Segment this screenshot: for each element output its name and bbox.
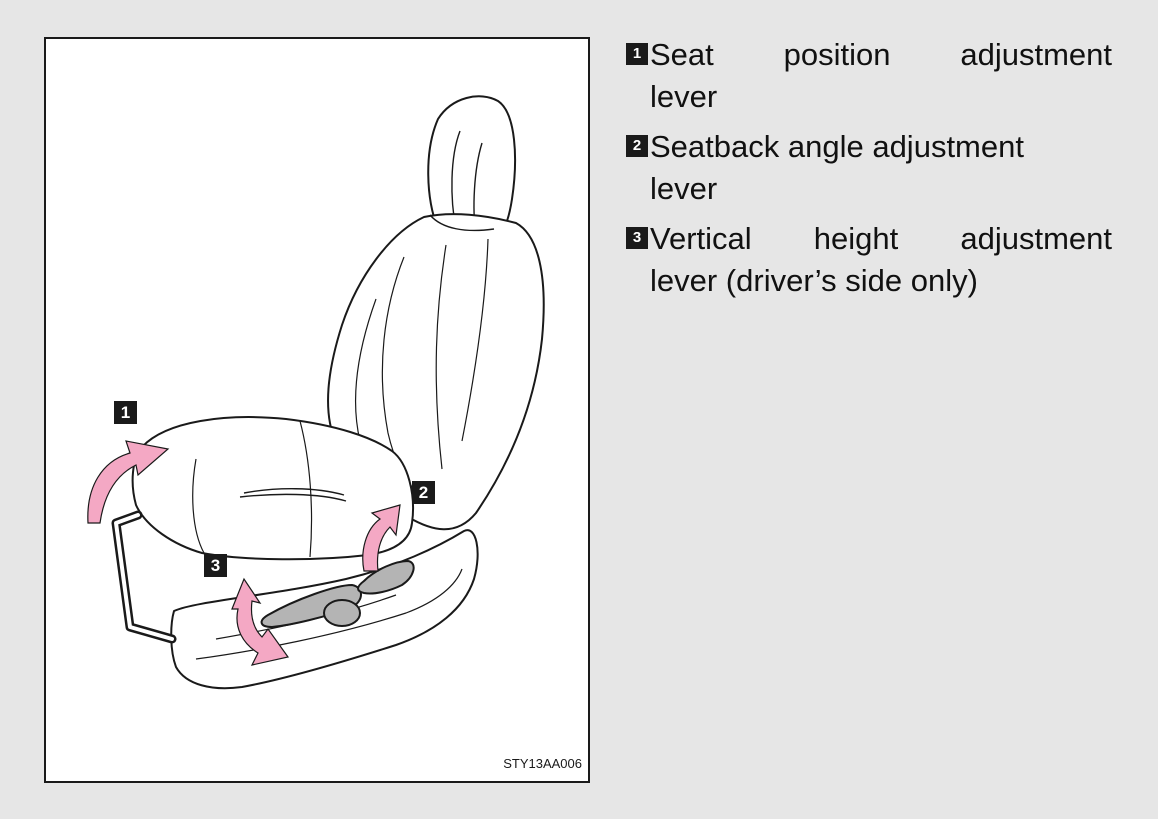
figure-code: STY13AA006 (503, 756, 582, 771)
legend-item-2: 2 Seatback angle adjustment lever (626, 126, 1112, 210)
legend-text-line2: lever (650, 76, 1112, 118)
callout-2: 2 (412, 481, 435, 504)
legend-number-1: 1 (626, 43, 648, 65)
legend-number-3: 3 (626, 227, 648, 249)
legend-text-line1: Vertical height adjustment (650, 218, 1112, 260)
seat-illustration-figure: 1 2 3 STY13AA006 (44, 37, 590, 783)
legend-text-line2: lever (650, 168, 1112, 210)
legend-text-line1: Seatback angle adjustment (650, 126, 1112, 168)
legend-list: 1 Seat position adjustment lever 2 Seatb… (626, 34, 1112, 310)
legend-text-line1: Seat position adjustment (650, 34, 1112, 76)
legend-text-line2: lever (driver’s side only) (650, 260, 1112, 302)
legend-number-2: 2 (626, 135, 648, 157)
legend-item-1: 1 Seat position adjustment lever (626, 34, 1112, 118)
legend-item-3: 3 Vertical height adjustment lever (driv… (626, 218, 1112, 302)
callout-1: 1 (114, 401, 137, 424)
callout-3: 3 (204, 554, 227, 577)
